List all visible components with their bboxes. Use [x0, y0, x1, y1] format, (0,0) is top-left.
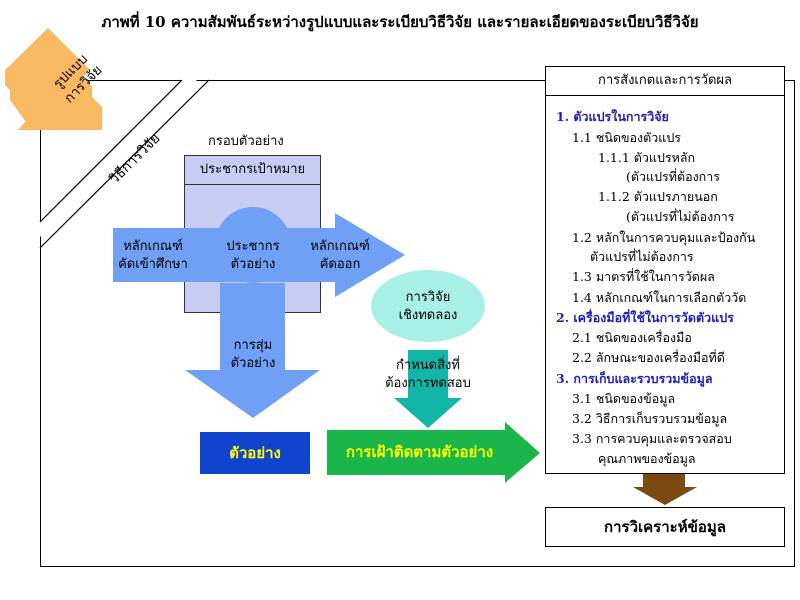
research-design-arrow-body [10, 34, 92, 128]
sample-population-line2: ตัวอย่าง [230, 257, 276, 272]
sample-population-circle [215, 207, 291, 283]
panel-item: (ตัวแปรที่ต้องการ [626, 169, 720, 184]
method-band-line-upper [39, 79, 183, 223]
random-sampling-arrow [185, 283, 320, 418]
random-sampling-line2: ตัวอย่าง [230, 356, 276, 371]
inclusion-line1: หลักเกณฑ์ [123, 239, 183, 254]
assign-line1: กำหนดสิ่งที่ [396, 358, 460, 373]
observation-measurement-panel [545, 66, 785, 474]
exclusion-line2: คัดออก [319, 257, 361, 272]
follow-up-arrow [327, 422, 540, 483]
panel-item: 1.1.1 ตัวแปรหลัก [598, 150, 696, 165]
panel-item: 1.2 หลักในการควบคุมและป้องกัน [572, 230, 756, 245]
inclusion-criteria-label: หลักเกณฑ์ คัดเข้าศึกษา [108, 238, 198, 274]
experimental-label: การวิจัย เชิงทดลอง [378, 289, 478, 325]
random-sampling-line1: การสุ่ม [233, 338, 273, 353]
panel-item: 3.3 การควบคุมและตรวจสอบ [572, 431, 732, 446]
target-population-label: ประชากรเป้าหมาย [184, 155, 321, 185]
panel-item: คุณภาพของข้อมูล [598, 451, 696, 466]
assign-line2: ต้องการทดสอบ [385, 376, 471, 391]
sample-population-label: ประชากร ตัวอย่าง [213, 238, 293, 274]
method-band [40, 80, 197, 237]
panel-item: 3.1 ชนิดของข้อมูล [572, 391, 676, 406]
random-sampling-label: การสุ่ม ตัวอย่าง [213, 337, 293, 373]
panel-item: (ตัวแปรที่ไม่ต้องการ [626, 209, 735, 224]
panel-section: 2. เครื่องมือที่ใช้ในการวัดตัวแปร [556, 310, 734, 325]
panel-section: 1. ตัวแปรในการวิจัย [556, 109, 669, 124]
sample-box: ตัวอย่าง [200, 432, 310, 474]
experimental-line1: การวิจัย [405, 290, 451, 305]
panel-section: 3. การเก็บและรวบรวมข้อมูล [556, 371, 713, 386]
diagram-title: ภาพที่ 10 ความสัมพันธ์ระหว่างรูปแบบและระ… [101, 13, 699, 31]
experimental-ellipse [371, 270, 485, 342]
experimental-line2: เชิงทดลอง [398, 308, 458, 323]
panel-item: 1.4 หลักเกณฑ์ในการเลือกตัววัด [572, 290, 747, 305]
down-arrow-to-analysis [633, 474, 697, 505]
panel-header: การสังเกตและการวัดผล [545, 66, 785, 96]
method-band-line-lower [39, 79, 210, 249]
exclusion-line1: หลักเกณฑ์ [310, 239, 370, 254]
panel-item: 3.2 วิธีการเก็บรวบรวมข้อมูล [572, 411, 728, 426]
panel-item: ตัวแปรที่ไม่ต้องการ [590, 249, 694, 264]
sampling-frame-label: กรอบตัวอย่าง [208, 134, 284, 149]
panel-item: 1.1 ชนิดของตัวแปร [572, 130, 681, 145]
research-method-frame [40, 80, 795, 567]
assign-label: กำหนดสิ่งที่ ต้องการทดสอบ [373, 357, 483, 393]
assign-arrow [394, 350, 462, 428]
exclusion-criteria-label: หลักเกณฑ์ คัดออก [300, 238, 380, 274]
panel-item: 2.1 ชนิดของเครื่องมือ [572, 330, 692, 345]
inclusion-line2: คัดเข้าศึกษา [118, 257, 188, 272]
sample-population-line1: ประชากร [226, 239, 280, 254]
follow-up-label: การเฝ้าติดตามตัวอย่าง [345, 443, 494, 461]
data-analysis-box: การวิเคราะห์ข้อมูล [545, 507, 785, 547]
panel-item: 1.1.2 ตัวแปรภายนอก [598, 189, 718, 204]
panel-item: 2.2 ลักษณะของเครื่องมือที่ดี [572, 350, 725, 365]
panel-item: 1.3 มาตรที่ใช้ในการวัดผล [572, 269, 715, 284]
